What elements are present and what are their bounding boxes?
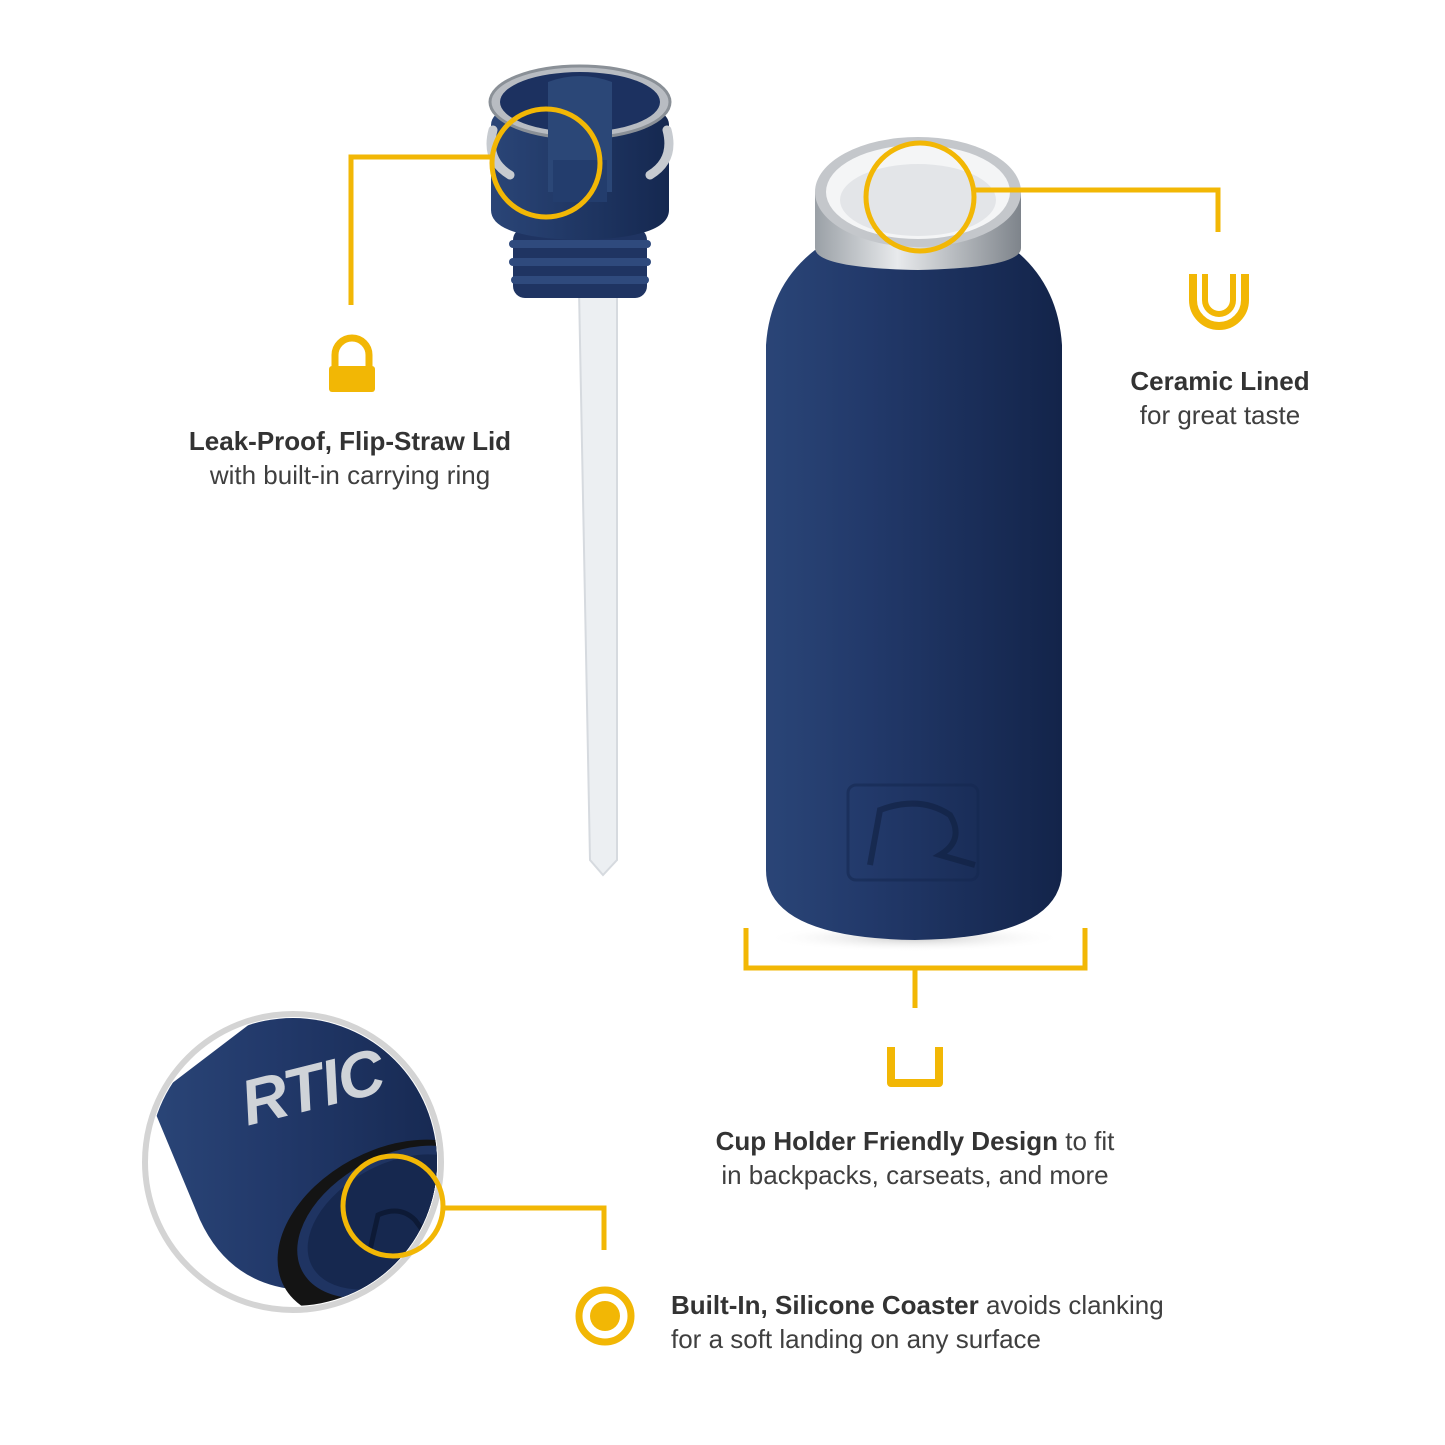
ceramic-callout-subtitle: for great taste xyxy=(1139,400,1301,430)
ceramic-callout: Ceramic Lined for great taste xyxy=(1090,364,1350,432)
cup-holder-callout-rest: to fit xyxy=(1058,1126,1115,1156)
lid-callout-subtitle: with built-in carrying ring xyxy=(209,460,491,490)
ceramic-callout-lines xyxy=(863,140,1221,254)
carry-ring-icon xyxy=(329,334,375,392)
cup-holder-bracket xyxy=(743,928,1088,1008)
lid-callout-title: Leak-Proof, Flip-Straw Lid xyxy=(188,426,512,456)
cup-holder-callout-title: Cup Holder Friendly Design xyxy=(715,1126,1058,1156)
bottle-illustration xyxy=(765,137,1065,952)
cup-holder-callout-line2: in backpacks, carseats, and more xyxy=(721,1160,1109,1190)
straw xyxy=(577,289,618,877)
bottle-body xyxy=(766,250,1062,940)
straw-lid-illustration xyxy=(486,64,674,877)
cup-holder-callout: Cup Holder Friendly Design to fit in bac… xyxy=(650,1124,1180,1192)
coaster-zoom xyxy=(142,1011,607,1313)
coaster-callout-title: Built-In, Silicone Coaster xyxy=(671,1290,979,1320)
ceramic-callout-title: Ceramic Lined xyxy=(1130,366,1310,396)
coaster-callout-line1: Built-In, Silicone Coaster avoids clanki… xyxy=(671,1288,1271,1322)
coaster-callout-line2: for a soft landing on any surface xyxy=(671,1324,1042,1354)
u-liner-icon xyxy=(1189,274,1249,330)
embossed-logo xyxy=(846,783,980,882)
coaster-callout: Built-In, Silicone Coaster avoids clanki… xyxy=(671,1288,1271,1356)
coaster-icon xyxy=(575,1286,635,1346)
cup-holder-callout-line1: Cup Holder Friendly Design to fit xyxy=(650,1124,1180,1158)
lid-callout: Leak-Proof, Flip-Straw Lid with built-in… xyxy=(150,424,550,492)
coaster-callout-rest: avoids clanking xyxy=(978,1290,1164,1320)
cup-holder-icon xyxy=(887,1047,943,1087)
lid-callout-lines xyxy=(348,106,603,305)
